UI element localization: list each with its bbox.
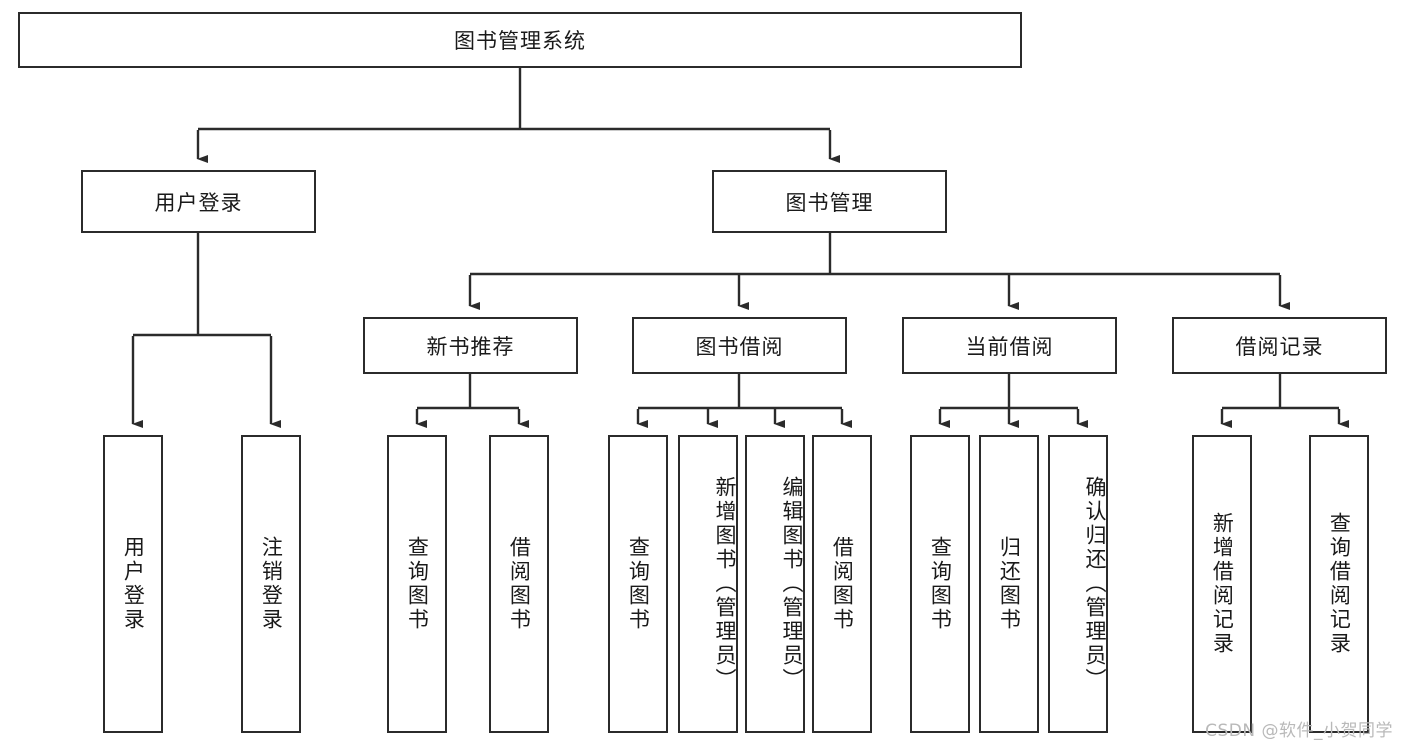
leaf-label: 查询图书 [626,536,651,632]
node-root-system[interactable]: 图书管理系统 [18,12,1022,68]
leaf-label: 新增图书（管理员） [713,476,737,692]
leaf-label: 新增借阅记录 [1210,512,1235,656]
leaf-label: 借阅图书 [830,536,855,632]
node-root-label: 图书管理系统 [454,29,586,53]
node-book-borrow-label: 图书借阅 [695,334,784,359]
csdn-watermark: CSDN @软件_小贺同学 [1205,721,1393,741]
leaf-label: 用户登录 [121,536,146,632]
leaf-label: 查询图书 [928,536,953,632]
node-new-book-recommend[interactable]: 新书推荐 [363,317,578,374]
leaf-current-query-book[interactable]: 查询图书 [910,435,970,733]
leaf-new-book-query[interactable]: 查询图书 [387,435,447,733]
leaf-current-return-book[interactable]: 归还图书 [979,435,1039,733]
leaf-borrow-add-book-admin[interactable]: 新增图书（管理员） [678,435,738,733]
node-book-management[interactable]: 图书管理 [712,170,947,233]
leaf-user-login-logout[interactable]: 注销登录 [241,435,301,733]
leaf-label: 借阅图书 [507,536,532,632]
node-new-book-recommend-label: 新书推荐 [426,334,515,359]
leaf-label: 确认归还（管理员） [1083,476,1107,692]
node-book-borrow[interactable]: 图书借阅 [632,317,847,374]
leaf-borrow-borrow-book[interactable]: 借阅图书 [812,435,872,733]
node-user-login-label: 用户登录 [154,190,243,215]
node-user-login[interactable]: 用户登录 [81,170,316,233]
node-book-management-label: 图书管理 [785,190,874,215]
leaf-new-book-borrow[interactable]: 借阅图书 [489,435,549,733]
leaf-label: 编辑图书（管理员） [780,476,804,692]
node-current-borrow[interactable]: 当前借阅 [902,317,1117,374]
leaf-record-query-record[interactable]: 查询借阅记录 [1309,435,1369,733]
leaf-user-login-login[interactable]: 用户登录 [103,435,163,733]
node-current-borrow-label: 当前借阅 [965,334,1054,359]
leaf-label: 查询借阅记录 [1327,512,1352,656]
leaf-label: 查询图书 [405,536,430,632]
leaf-record-add-record[interactable]: 新增借阅记录 [1192,435,1252,733]
leaf-borrow-edit-book-admin[interactable]: 编辑图书（管理员） [745,435,805,733]
node-borrow-record[interactable]: 借阅记录 [1172,317,1387,374]
leaf-current-confirm-return-admin[interactable]: 确认归还（管理员） [1048,435,1108,733]
node-borrow-record-label: 借阅记录 [1235,334,1324,359]
leaf-label: 注销登录 [259,536,284,632]
leaf-label: 归还图书 [997,536,1022,632]
leaf-borrow-query-book[interactable]: 查询图书 [608,435,668,733]
